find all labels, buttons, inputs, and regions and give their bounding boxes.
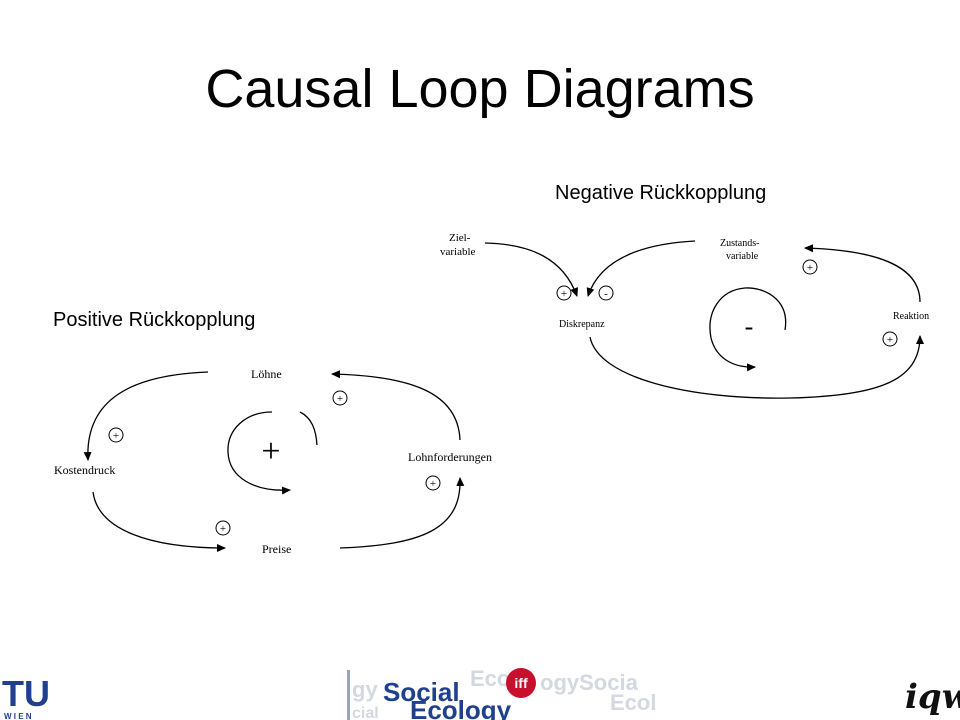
- loop-arc-positive-tail: [299, 411, 318, 446]
- social-ecology-logo-word1: Social: [383, 677, 460, 707]
- node-zielvariable-line2: variable: [440, 246, 476, 258]
- svg-text:-: -: [604, 288, 608, 300]
- positive-loop-heading: Positive Rückkopplung: [53, 309, 256, 331]
- svg-text:Eco: Eco: [470, 666, 510, 691]
- node-reaktion: Reaktion: [893, 311, 929, 322]
- link-sign-negative-3: +: [802, 259, 818, 275]
- link-sign-positive-4: +: [215, 520, 231, 536]
- link-sign-positive-2: +: [108, 427, 124, 443]
- node-zielvariable-line1: Ziel-: [449, 232, 471, 244]
- link-sign-negative-2: -: [598, 285, 614, 301]
- loop-arrow-positive: [227, 411, 291, 495]
- slide-title: Causal Loop Diagrams: [205, 59, 755, 119]
- link-zielvariable-to-diskrepanz: [484, 242, 578, 297]
- link-loehne-to-kostendruck: [83, 371, 209, 461]
- tu-wien-logo-mark: TU: [2, 673, 50, 714]
- svg-text:gy: gy: [352, 677, 378, 702]
- social-ecology-logo-word2: Ecology: [410, 695, 512, 720]
- link-reaktion-to-zustandsvariable: [804, 244, 921, 303]
- social-ecology-logo: gy Eco ogySocia Ecol cial Social Ecology…: [347, 666, 677, 720]
- link-sign-positive-3: +: [425, 475, 441, 491]
- svg-text:+: +: [887, 334, 893, 346]
- link-lohnforderungen-to-loehne: [331, 370, 461, 441]
- svg-text:+: +: [561, 288, 567, 300]
- link-sign-negative-1: +: [556, 285, 572, 301]
- tu-wien-logo-sub: W I E N: [4, 712, 32, 720]
- link-sign-positive-1: +: [332, 390, 348, 406]
- node-zustandsvariable-line1: Zustands-: [720, 238, 759, 249]
- link-zustandsvariable-to-diskrepanz: [586, 240, 696, 297]
- negative-loop-heading: Negative Rückkopplung: [555, 182, 767, 204]
- node-kostendruck: Kostendruck: [54, 463, 115, 477]
- link-diskrepanz-to-reaktion: [589, 335, 924, 399]
- iqw-logo: iqw: [905, 677, 960, 717]
- node-diskrepanz: Diskrepanz: [559, 319, 605, 330]
- tu-wien-logo: TU W I E N: [2, 673, 50, 720]
- loop-sign-negative: -: [745, 312, 754, 341]
- svg-text:ogySocia: ogySocia: [540, 670, 639, 695]
- svg-text:Ecol: Ecol: [610, 690, 656, 715]
- loop-arrow-negative: [709, 287, 787, 372]
- node-lohnforderungen: Lohnforderungen: [408, 450, 492, 464]
- link-kostendruck-to-preise: [92, 491, 226, 552]
- iff-badge-label: iff: [514, 675, 528, 691]
- svg-text:+: +: [220, 523, 226, 535]
- svg-text:cial: cial: [352, 705, 379, 720]
- negative-loop: Ziel- variable Zustands- variable Diskre…: [440, 232, 929, 399]
- svg-text:+: +: [807, 262, 813, 274]
- iff-badge: [506, 668, 536, 698]
- loop-sign-positive: +: [261, 433, 280, 470]
- link-preise-to-lohnforderungen: [339, 477, 465, 549]
- node-loehne: Löhne: [251, 367, 282, 381]
- positive-loop: Löhne Kostendruck Preise Lohnforderungen…: [54, 367, 492, 556]
- svg-text:+: +: [337, 393, 343, 405]
- node-zustandsvariable-line2: variable: [726, 251, 759, 262]
- link-sign-negative-4: +: [882, 331, 898, 347]
- svg-text:+: +: [113, 430, 119, 442]
- node-preise: Preise: [262, 542, 291, 556]
- svg-text:+: +: [430, 478, 436, 490]
